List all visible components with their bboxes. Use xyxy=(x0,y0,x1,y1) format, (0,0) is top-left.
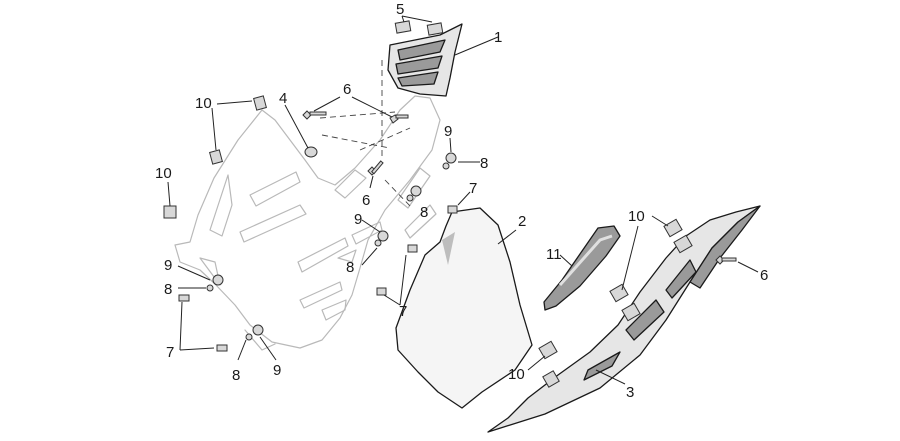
hardware xyxy=(163,95,737,388)
clip-nut-5 xyxy=(394,20,444,36)
side-panel-part xyxy=(395,207,533,409)
callout-10-left: 10 xyxy=(155,165,172,182)
callout-2: 2 xyxy=(518,213,526,230)
callout-8-upper-right: 8 xyxy=(480,155,488,172)
callout-3: 3 xyxy=(626,384,634,401)
callout-1: 1 xyxy=(494,29,502,46)
assembly-lines xyxy=(319,60,413,209)
callout-6-middle: 6 xyxy=(362,192,370,209)
callout-10-top-left: 10 xyxy=(195,95,212,112)
callout-7-upper-right: 7 xyxy=(469,180,477,197)
callout-7-left: 7 xyxy=(166,344,174,361)
callout-8-middle: 8 xyxy=(346,259,354,276)
leader-lines xyxy=(167,15,759,385)
belly-pan-part xyxy=(487,205,761,433)
callout-9-middle: 9 xyxy=(354,211,362,228)
callout-8-middle-right: 8 xyxy=(420,204,428,221)
callout-10-right: 10 xyxy=(628,208,645,225)
callout-9-upper-right: 9 xyxy=(444,123,452,140)
callout-9-bottom: 9 xyxy=(273,362,281,379)
upper-bracket-part xyxy=(387,23,463,97)
callout-11: 11 xyxy=(546,246,562,263)
callout-6-right: 6 xyxy=(760,267,768,284)
callout-8-bottom: 8 xyxy=(232,367,240,384)
callout-4: 4 xyxy=(279,90,287,107)
callout-5: 5 xyxy=(396,1,404,18)
callout-9-left: 9 xyxy=(164,257,172,274)
callout-numbers: 1 5 10 4 6 10 9 8 6 7 8 9 8 7 9 8 7 8 9 … xyxy=(155,1,768,401)
callout-6-top: 6 xyxy=(343,81,351,98)
small-panel-part xyxy=(543,225,621,311)
callout-10-bottom: 10 xyxy=(508,366,525,383)
callout-8-left: 8 xyxy=(164,281,172,298)
callout-7-middle: 7 xyxy=(399,303,407,320)
